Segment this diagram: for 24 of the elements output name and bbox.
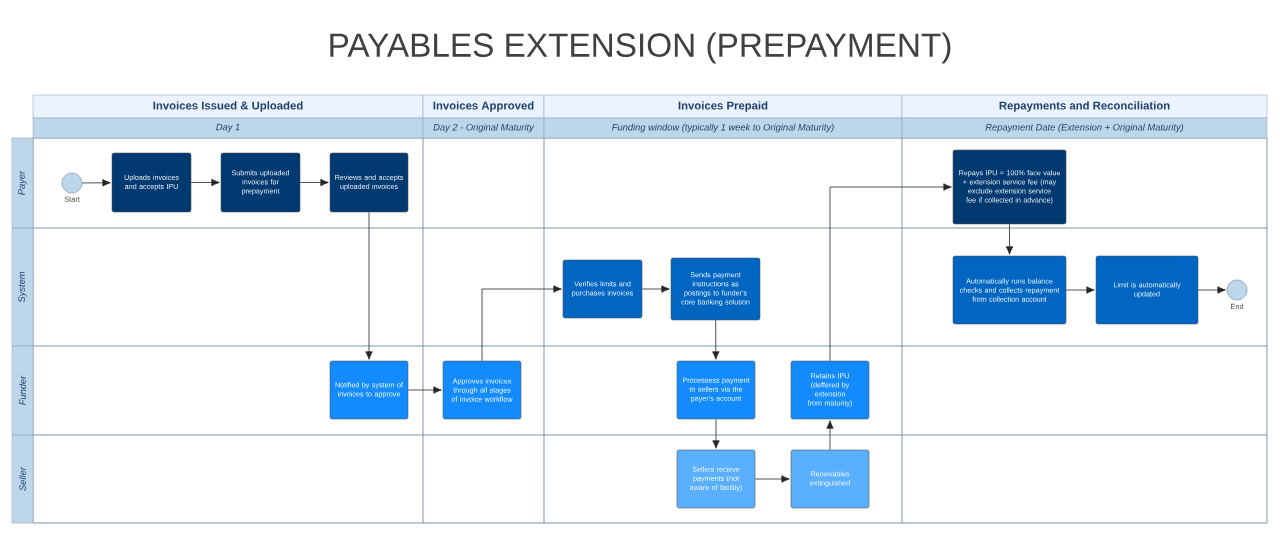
arrow	[407, 386, 442, 394]
lane-label: Seller	[11, 434, 34, 524]
arrow	[829, 183, 952, 362]
arrow	[826, 420, 834, 451]
arrow	[754, 475, 790, 483]
title: PAYABLES EXTENSION (PREPAYMENT)	[330, 32, 951, 64]
arrow	[365, 211, 373, 360]
lane-label: Funder	[11, 345, 34, 436]
arrow	[1005, 223, 1014, 255]
arrow	[299, 178, 329, 187]
lane-label: System	[11, 227, 34, 347]
arrow	[81, 179, 111, 187]
arrow	[712, 319, 720, 360]
phase-header: Repayments and Reconciliation	[901, 94, 1268, 119]
arrow	[712, 418, 720, 449]
arrow	[481, 285, 562, 362]
phase-header: Invoices Approved	[422, 94, 545, 119]
arrow	[1065, 286, 1095, 294]
arrow	[190, 178, 220, 187]
timeframe-band: Day 2 - Original Maturity	[422, 117, 545, 139]
arrow	[1197, 286, 1226, 294]
lane-label: Payer	[11, 137, 34, 229]
arrow	[641, 285, 670, 293]
timeframe-band: Repayment Date (Extension + Original Maturity)	[901, 117, 1268, 139]
